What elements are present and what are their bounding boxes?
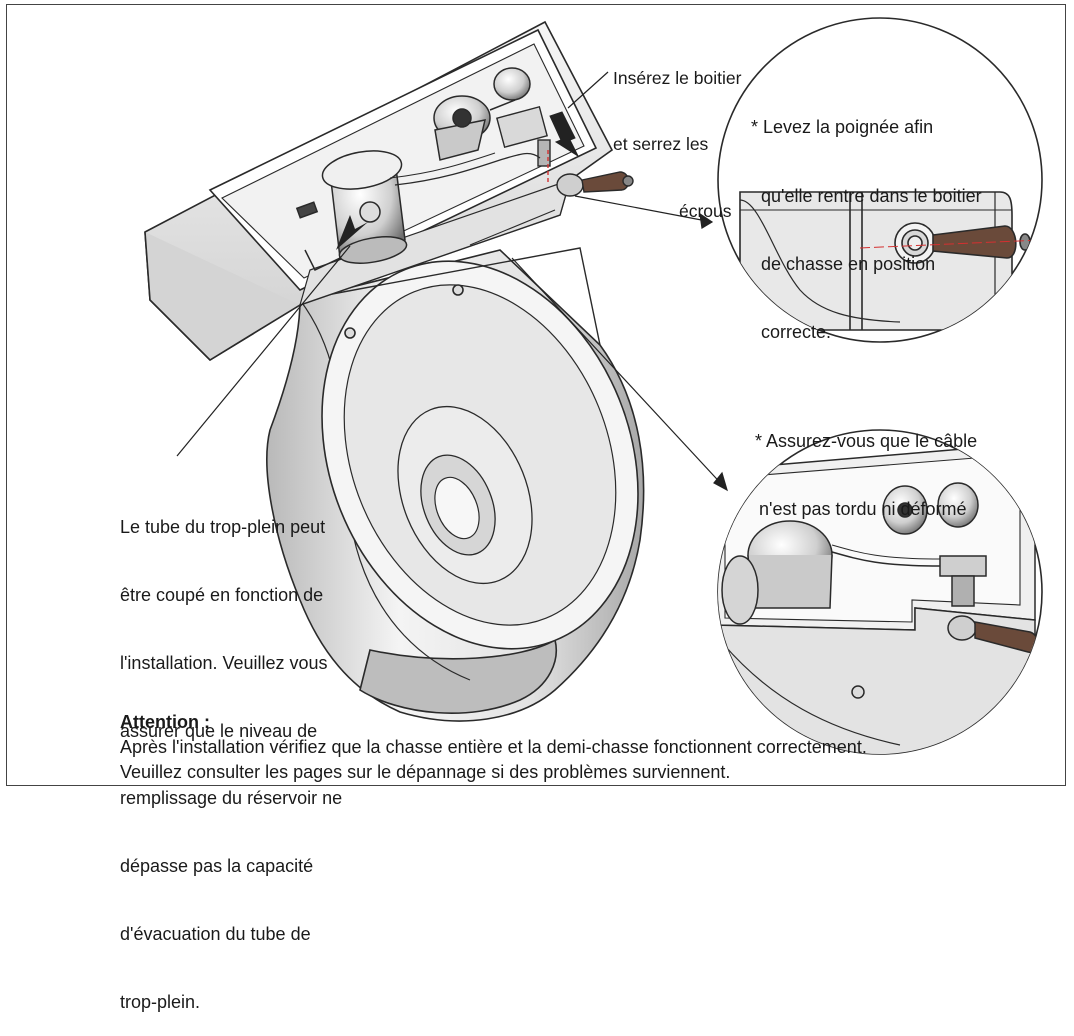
callout-line: écrous bbox=[679, 201, 732, 222]
overflow-arrow bbox=[336, 215, 368, 250]
callout-line: dépasse pas la capacité bbox=[120, 856, 314, 877]
attention-title: Attention : bbox=[120, 712, 210, 732]
callout-lift-handle: * Levez la poignée afin qu'elle rentre d… bbox=[751, 71, 982, 366]
callout-line: assurer que le niveau de bbox=[120, 720, 318, 741]
callout-line: de chasse en position bbox=[761, 253, 936, 274]
attention-line-2: Veuillez consulter les pages sur le dépa… bbox=[120, 762, 731, 782]
flush-handle-box bbox=[496, 105, 634, 197]
callout-line: correcte. bbox=[761, 321, 832, 342]
diagram-frame bbox=[6, 4, 1066, 786]
callout-line: Le tube du trop-plein peut bbox=[120, 517, 326, 538]
detail-circle-cable bbox=[717, 429, 1043, 755]
attention-line-1: Après l'installation vérifiez que la cha… bbox=[120, 737, 867, 757]
main-cable bbox=[394, 152, 541, 186]
callout-line: l'installation. Veuillez vous bbox=[120, 652, 328, 673]
callout-line: et serrez les bbox=[613, 134, 709, 155]
detail-circle-handle bbox=[717, 17, 1043, 343]
insert-arrow bbox=[549, 111, 580, 158]
toilet-illustration bbox=[144, 17, 1043, 755]
main-cable-edge bbox=[389, 152, 496, 179]
callout-line: trop-plein. bbox=[120, 991, 201, 1012]
callout-line: d'évacuation du tube de bbox=[120, 923, 311, 944]
callout-insert-box: Insérez le boitier et serrez les écrous bbox=[613, 22, 741, 245]
callout-line: remplissage du réservoir ne bbox=[120, 788, 343, 809]
fill-valve bbox=[433, 67, 531, 161]
callout-line: n'est pas tordu ni déformé bbox=[759, 498, 967, 519]
toilet-body bbox=[266, 247, 645, 722]
callout-cable-check: * Assurez-vous que le câble n'est pas to… bbox=[755, 385, 977, 543]
callout-line: * Assurez-vous que le câble bbox=[755, 431, 978, 451]
callout-line: être coupé en fonction de bbox=[120, 584, 324, 605]
callout-line: * Levez la poignée afin bbox=[751, 117, 934, 138]
callout-line: qu'elle rentre dans le boitier bbox=[761, 185, 982, 206]
callout-line: Insérez le boitier bbox=[613, 67, 742, 88]
